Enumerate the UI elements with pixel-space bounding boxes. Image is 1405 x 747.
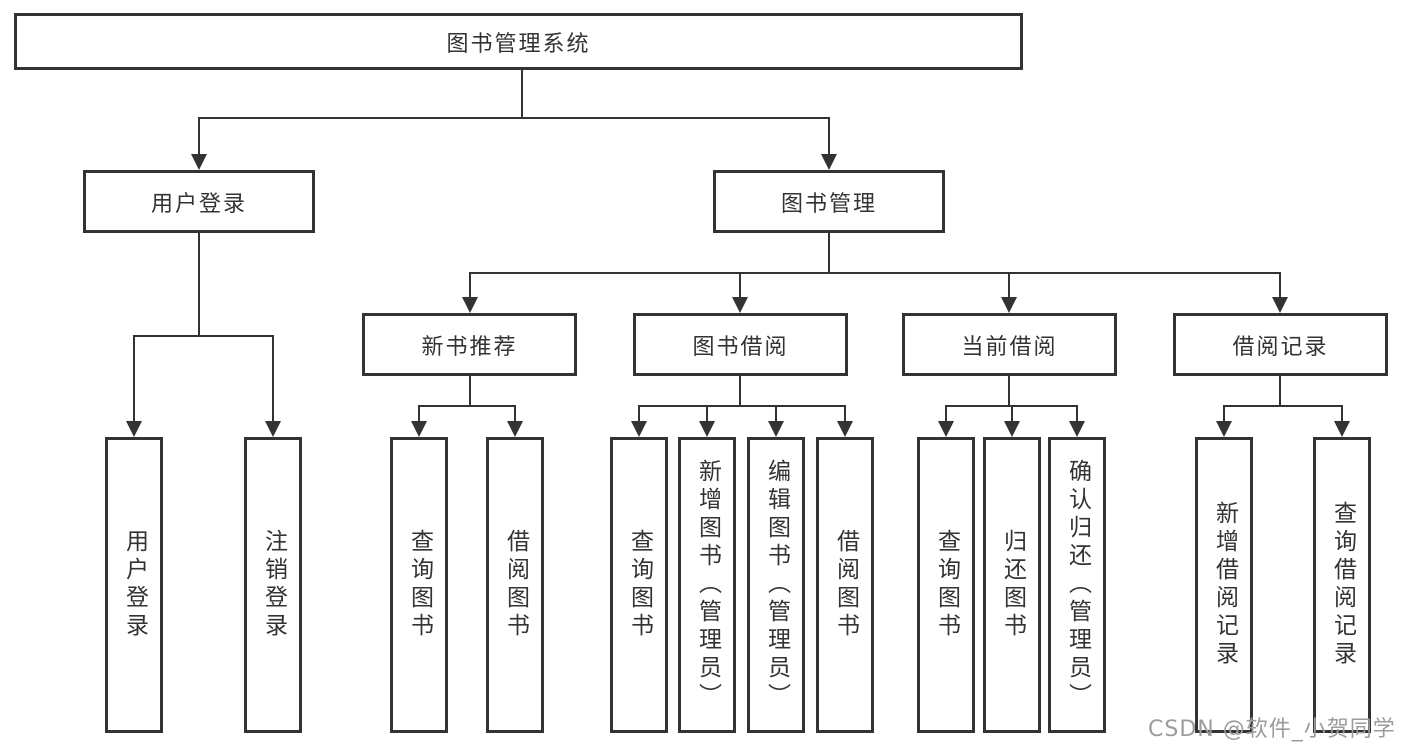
node-book-borrow-box: 图书借阅: [633, 313, 848, 376]
node-book-management-label: 图书管理: [780, 191, 877, 217]
node-current-borrow-label: 当前借阅: [961, 334, 1058, 360]
connector-drop: [706, 405, 708, 421]
node-user-login-label: 用户登录: [150, 191, 247, 217]
leaf-label: 编辑图书（管理员）: [763, 459, 790, 711]
leaf-borrow-books-recommend: 借阅图书: [486, 437, 544, 733]
node-root-label: 图书管理系统: [446, 31, 591, 57]
leaf-label: 注销登录: [260, 529, 287, 641]
node-new-book-recommend-box: 新书推荐: [362, 313, 577, 376]
connector-drop: [844, 405, 846, 421]
arrow-down-icon: [1334, 421, 1350, 437]
csdn-watermark: CSDN @软件_小贺同学: [1148, 717, 1396, 742]
node-current-borrow-box: 当前借阅: [902, 313, 1117, 376]
arrow-down-icon: [699, 421, 715, 437]
connector-drop: [945, 405, 947, 421]
connector-recommend-hline: [418, 405, 516, 407]
leaf-label: 借阅图书: [832, 529, 859, 641]
connector-drop: [469, 272, 471, 297]
leaf-add-borrow-record: 新增借阅记录: [1195, 437, 1253, 733]
connector-drop: [739, 272, 741, 297]
node-borrow-records-box: 借阅记录: [1173, 313, 1388, 376]
arrow-down-icon: [1216, 421, 1232, 437]
leaf-label: 查询借阅记录: [1329, 501, 1356, 669]
connector-records-stub: [1279, 376, 1281, 405]
leaf-label: 新增借阅记录: [1211, 501, 1238, 669]
connector-books-stub: [828, 233, 830, 272]
node-new-book-recommend-label: 新书推荐: [421, 334, 518, 360]
connector-drop: [1279, 272, 1281, 297]
arrow-down-icon: [1004, 421, 1020, 437]
node-book-management-box: 图书管理: [713, 170, 945, 233]
leaf-user-login: 用户登录: [105, 437, 163, 733]
connector-borrow-stub: [739, 376, 741, 405]
connector-drop: [133, 335, 135, 421]
node-book-borrow-label: 图书借阅: [692, 334, 789, 360]
leaf-query-books-borrow: 查询图书: [610, 437, 668, 733]
leaf-label: 新增图书（管理员）: [694, 459, 721, 711]
connector-root-hline: [198, 117, 830, 119]
connector-drop: [514, 405, 516, 421]
arrow-down-icon: [768, 421, 784, 437]
leaf-label: 借阅图书: [502, 529, 529, 641]
arrow-down-icon: [821, 154, 837, 170]
connector-drop: [1011, 405, 1013, 421]
arrow-down-icon: [265, 421, 281, 437]
leaf-label: 查询图书: [406, 529, 433, 641]
connector-borrow-hline: [638, 405, 846, 407]
connector-drop-books: [828, 117, 830, 154]
arrow-down-icon: [1069, 421, 1085, 437]
connector-drop: [1341, 405, 1343, 421]
arrow-down-icon: [462, 297, 478, 313]
arrow-down-icon: [1272, 297, 1288, 313]
node-borrow-records-label: 借阅记录: [1232, 334, 1329, 360]
connector-drop: [638, 405, 640, 421]
leaf-query-borrow-record: 查询借阅记录: [1313, 437, 1371, 733]
leaf-label: 查询图书: [933, 529, 960, 641]
node-root-box: 图书管理系统: [14, 13, 1023, 70]
arrow-down-icon: [191, 154, 207, 170]
connector-drop: [418, 405, 420, 421]
arrow-down-icon: [732, 297, 748, 313]
connector-root-stub: [521, 70, 523, 117]
connector-drop-login: [198, 117, 200, 154]
arrow-down-icon: [507, 421, 523, 437]
arrow-down-icon: [631, 421, 647, 437]
leaf-label: 归还图书: [999, 529, 1026, 641]
connector-drop: [775, 405, 777, 421]
arrow-down-icon: [837, 421, 853, 437]
leaf-return-books: 归还图书: [983, 437, 1041, 733]
connector-drop: [1223, 405, 1225, 421]
leaf-add-books-admin: 新增图书（管理员）: [678, 437, 736, 733]
leaf-label: 查询图书: [626, 529, 653, 641]
arrow-down-icon: [126, 421, 142, 437]
leaf-borrow-books: 借阅图书: [816, 437, 874, 733]
leaf-confirm-return-admin: 确认归还（管理员）: [1048, 437, 1106, 733]
connector-drop: [1076, 405, 1078, 421]
leaf-logout: 注销登录: [244, 437, 302, 733]
arrow-down-icon: [1001, 297, 1017, 313]
connector-drop: [272, 335, 274, 421]
connector-login-stub: [198, 233, 200, 335]
connector-records-hline: [1223, 405, 1343, 407]
connector-books-hline: [469, 272, 1281, 274]
arrow-down-icon: [938, 421, 954, 437]
leaf-label: 用户登录: [121, 529, 148, 641]
leaf-edit-books-admin: 编辑图书（管理员）: [747, 437, 805, 733]
connector-drop: [1008, 272, 1010, 297]
arrow-down-icon: [411, 421, 427, 437]
node-user-login-box: 用户登录: [83, 170, 315, 233]
connector-login-hline: [133, 335, 274, 337]
leaf-query-books-recommend: 查询图书: [390, 437, 448, 733]
connector-recommend-stub: [469, 376, 471, 405]
leaf-label: 确认归还（管理员）: [1064, 459, 1091, 711]
leaf-query-books-current: 查询图书: [917, 437, 975, 733]
connector-current-stub: [1008, 376, 1010, 405]
